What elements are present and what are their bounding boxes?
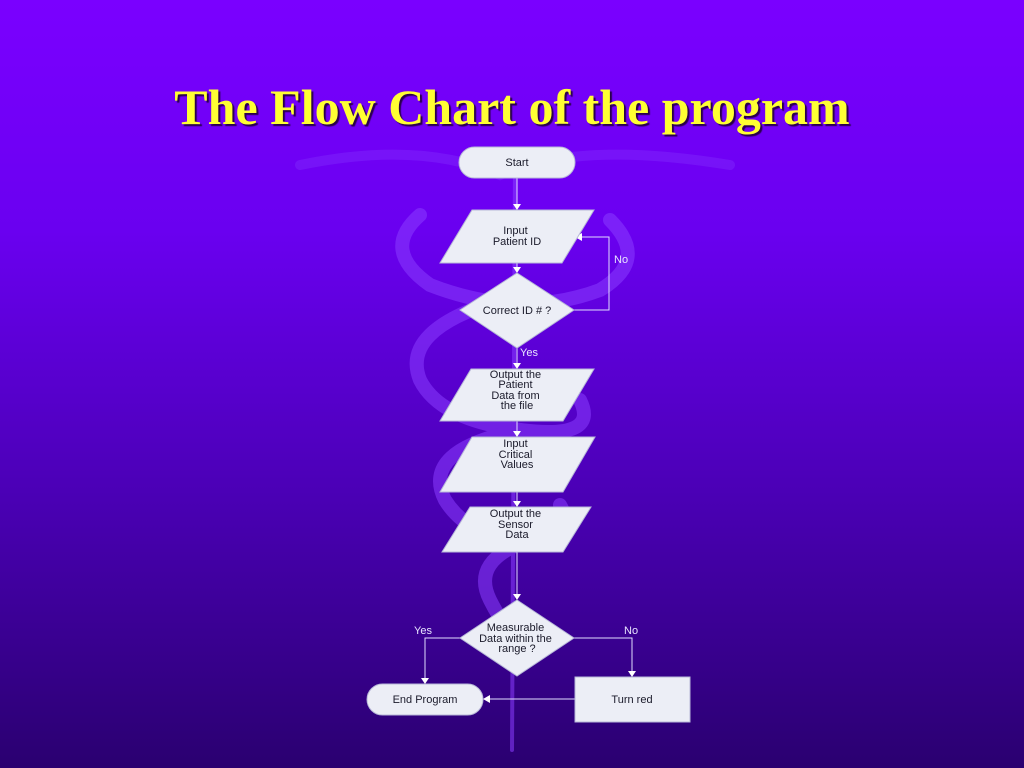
edge-label-range-yes: Yes bbox=[414, 625, 432, 637]
slide-title: The Flow Chart of the program bbox=[174, 79, 850, 135]
edge-label-id-yes: Yes bbox=[520, 347, 538, 359]
svg-text:Turn red: Turn red bbox=[611, 694, 652, 706]
end-program-terminal: End Program bbox=[366, 683, 484, 716]
connectors bbox=[421, 178, 636, 703]
edge-label-id-no: No bbox=[614, 254, 628, 266]
svg-text:Correct ID # ?: Correct ID # ? bbox=[483, 305, 551, 317]
input-critical-values: Input Critical Values bbox=[439, 436, 596, 493]
turn-red-process: Turn red bbox=[574, 676, 691, 723]
correct-id-decision: Correct ID # ? bbox=[459, 272, 575, 349]
svg-text:Measurable Data within t: Measurable Data within the range ? bbox=[479, 622, 555, 655]
svg-text:Input Critical Val: Input Critical Values bbox=[499, 438, 536, 471]
input-patient-id: Input Patient ID bbox=[439, 209, 595, 264]
svg-text:Start: Start bbox=[505, 157, 528, 169]
measurable-range-decision: Measurable Data within the range ? bbox=[459, 599, 575, 677]
svg-text:Input Patient ID: Input Patient ID bbox=[493, 225, 541, 248]
output-patient-data: Output the Patient Data from the file bbox=[439, 368, 595, 422]
output-sensor-data: Output the Sensor Data bbox=[441, 506, 592, 553]
start-terminal: Start bbox=[458, 146, 576, 179]
edge-label-range-no: No bbox=[624, 625, 638, 637]
svg-text:End Program: End Program bbox=[393, 694, 458, 706]
svg-text:Output the Sensor: Output the Sensor Data bbox=[490, 508, 544, 541]
svg-text:Output the Patient: Output the Patient Data from the file bbox=[490, 369, 544, 412]
